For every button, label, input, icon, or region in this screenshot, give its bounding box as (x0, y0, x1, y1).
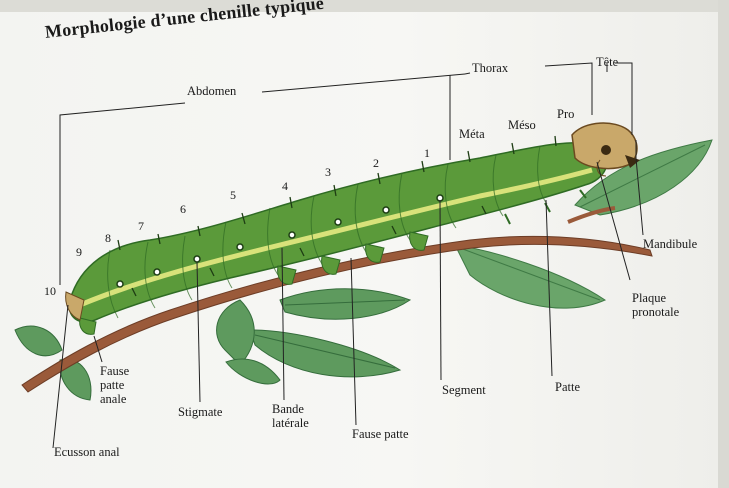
segment-number-10: 10 (44, 285, 56, 297)
label-meso: Méso (508, 119, 536, 132)
label-bande-line2: latérale (272, 417, 309, 430)
segment-number-5: 5 (230, 189, 236, 201)
leaf-center-bottom (250, 330, 400, 377)
label-plaque-line1: Plaque (632, 292, 666, 305)
label-pro: Pro (557, 108, 574, 121)
label-abdomen: Abdomen (187, 85, 236, 98)
leaf-center-top (280, 289, 410, 319)
label-fause-patte-anale-line1: Fause (100, 365, 129, 378)
segment-number-6: 6 (180, 203, 186, 215)
label-mandibule: Mandibule (643, 238, 697, 251)
page-right-shadow (718, 0, 729, 488)
leaf-right-lower (455, 245, 605, 308)
label-fause-patte: Fause patte (352, 428, 409, 441)
label-patte: Patte (555, 381, 580, 394)
label-head: Tête (596, 56, 618, 69)
label-meta: Méta (459, 128, 485, 141)
segment-number-4: 4 (282, 180, 288, 192)
segment-number-7: 7 (138, 220, 144, 232)
label-fause-patte-anale-line3: anale (100, 393, 126, 406)
label-fause-patte-anale-line2: patte (100, 379, 124, 392)
segment-number-9: 9 (76, 246, 82, 258)
label-bande-line1: Bande (272, 403, 304, 416)
segment-number-3: 3 (325, 166, 331, 178)
segment-number-1: 1 (424, 147, 430, 159)
label-plaque-line2: pronotale (632, 306, 679, 319)
segment-number-8: 8 (105, 232, 111, 244)
label-thorax: Thorax (472, 62, 508, 75)
label-segment: Segment (442, 384, 486, 397)
label-stigmate: Stigmate (178, 406, 222, 419)
segment-number-2: 2 (373, 157, 379, 169)
page-top-shadow (0, 0, 729, 12)
label-ecusson-anal: Ecusson anal (54, 446, 120, 459)
